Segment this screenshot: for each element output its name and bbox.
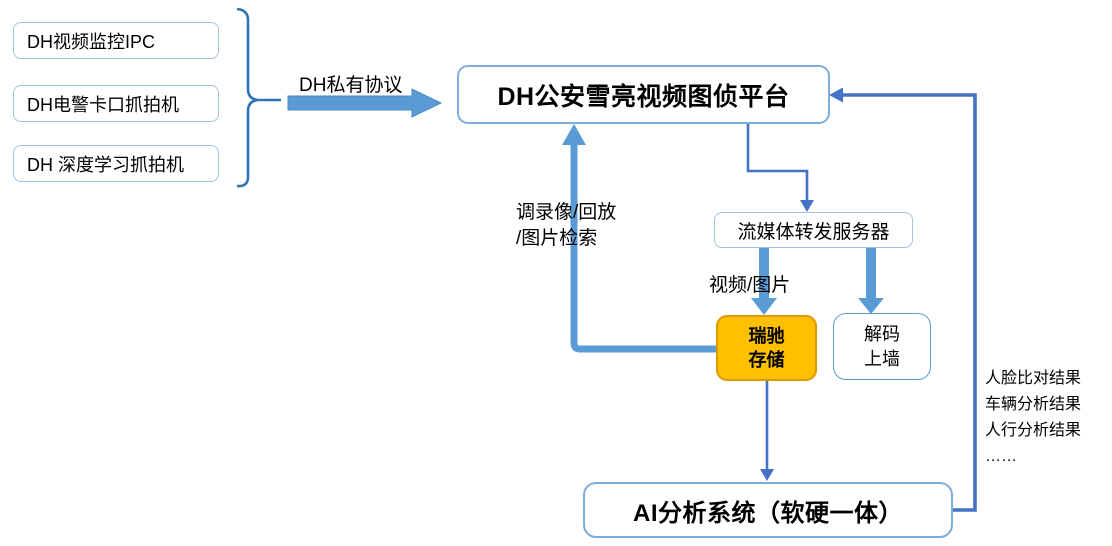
source-box-checkpoint-camera-label: DH电警卡口抓拍机 bbox=[27, 94, 179, 115]
group-brace-icon bbox=[236, 7, 259, 188]
analysis-results-list: 人脸比对结果 车辆分析结果 人行分析结果 …… bbox=[985, 366, 1081, 470]
ai-system-box-label: AI分析系统（软硬一体） bbox=[633, 499, 903, 527]
source-box-deep-learning-camera-label: DH 深度学习抓拍机 bbox=[27, 154, 184, 175]
protocol-label: DH私有协议 bbox=[299, 75, 403, 96]
source-box-deep-learning-camera: DH 深度学习抓拍机 bbox=[13, 145, 219, 182]
result-item-vehicle: 车辆分析结果 bbox=[985, 396, 1082, 413]
ai-system-box: AI分析系统（软硬一体） bbox=[583, 482, 953, 538]
decode-wall-box-label-line1: 解码 bbox=[864, 323, 900, 344]
decode-wall-box: 解码 上墙 bbox=[833, 313, 931, 380]
ai-to-platform-arrow bbox=[842, 93, 977, 512]
media-to-decode-arrow-icon bbox=[858, 248, 884, 314]
storage-box-label-line1: 瑞驰 bbox=[748, 326, 785, 346]
storage-to-ai-arrowhead-icon bbox=[760, 469, 774, 481]
source-box-ipc: DH视频监控IPC bbox=[13, 22, 219, 59]
platform-box: DH公安雪亮视频图侦平台 bbox=[457, 65, 830, 124]
storage-to-platform-arrow bbox=[570, 144, 716, 353]
storage-box: 瑞驰 存储 bbox=[716, 315, 817, 381]
retrieve-label-line1: 调录像/回放 bbox=[516, 202, 617, 223]
video-picture-label: 视频/图片 bbox=[709, 275, 791, 296]
platform-to-media-arrow bbox=[746, 124, 809, 201]
source-box-ipc-label: DH视频监控IPC bbox=[27, 31, 156, 52]
storage-box-label-line2: 存储 bbox=[748, 350, 785, 370]
platform-to-media-arrowhead-icon bbox=[800, 200, 814, 212]
source-box-checkpoint-camera: DH电警卡口抓拍机 bbox=[13, 85, 219, 122]
platform-box-label: DH公安雪亮视频图侦平台 bbox=[497, 82, 790, 111]
decode-wall-box-label-line2: 上墙 bbox=[864, 348, 900, 369]
result-item-face: 人脸比对结果 bbox=[985, 370, 1082, 387]
ai-to-platform-arrowhead-icon bbox=[829, 87, 843, 103]
result-item-ellipsis: …… bbox=[985, 448, 1017, 465]
media-to-storage-arrow-icon bbox=[751, 248, 777, 315]
result-item-pedestrian: 人行分析结果 bbox=[985, 422, 1082, 439]
retrieve-label-line2: /图片检索 bbox=[516, 228, 598, 249]
storage-to-platform-arrowhead-icon bbox=[562, 124, 586, 145]
protocol-arrow-icon bbox=[287, 88, 443, 118]
media-server-box-label: 流媒体转发服务器 bbox=[737, 221, 890, 243]
media-server-box: 流媒体转发服务器 bbox=[714, 212, 913, 248]
